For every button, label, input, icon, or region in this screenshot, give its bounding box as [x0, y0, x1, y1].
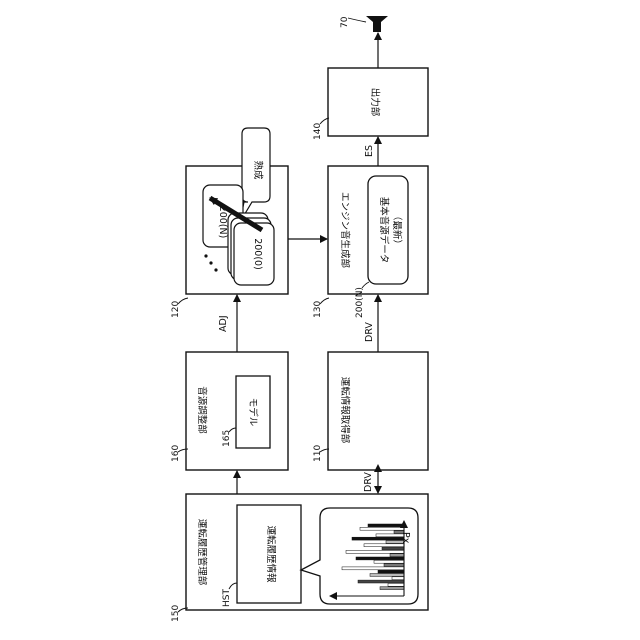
history-ref: 150: [171, 605, 181, 622]
output-label: 出力部: [369, 88, 381, 117]
history-info-ref: HST: [222, 589, 232, 607]
model-ref: 165: [222, 430, 232, 447]
base-data-label: 基本音源データ: [378, 197, 390, 264]
speaker-ref-leader: [348, 18, 366, 22]
histogram-bar: [376, 534, 404, 537]
histogram-bar: [390, 554, 404, 557]
tone-adjust-label: 音源調整部: [196, 386, 208, 434]
histogram-bar: [358, 580, 404, 583]
signal-drv-bottom: DRV: [363, 472, 374, 492]
histogram-bar: [342, 567, 404, 570]
histogram-bar: [384, 564, 404, 567]
base-data-sublabel: （最新）: [391, 211, 403, 249]
histogram-bar: [388, 583, 404, 586]
source-card-0-label: 200(0): [252, 238, 263, 270]
histogram-bar: [378, 570, 404, 573]
histogram-bar: [356, 557, 404, 560]
model-label: モデル: [247, 398, 259, 427]
drive-info-label: 運転情報取得部: [339, 377, 351, 444]
signal-es: ES: [364, 145, 375, 157]
histogram-bar: [360, 527, 404, 530]
engine-gen-ref: 130: [313, 301, 323, 318]
output-ref: 140: [313, 123, 323, 140]
histogram-bar: [382, 547, 404, 550]
histogram-bar: [352, 537, 404, 540]
history-block-label: 運転履歴管理部: [196, 519, 208, 586]
tone-adjust-ref: 160: [171, 445, 181, 462]
maturity-label: 熟成: [252, 160, 264, 180]
histogram-bar: [392, 577, 404, 580]
histogram-bar: [346, 550, 404, 553]
base-data-ref: 200(N): [355, 287, 365, 318]
source-manager-ref: 120: [171, 301, 181, 318]
histogram-bar: [380, 587, 404, 590]
chart-axis-label: Px: [400, 532, 411, 544]
signal-drv-right: DRV: [364, 322, 375, 342]
drive-info-ref: 110: [313, 445, 323, 462]
history-info-label: 運転履歴情報: [265, 525, 277, 583]
histogram-bar: [364, 544, 404, 547]
histogram-bar: [370, 574, 404, 577]
engine-gen-label: エンジン音生成部: [339, 192, 351, 268]
histogram-bar: [368, 524, 404, 527]
signal-adj: ADJ: [218, 315, 229, 332]
speaker-icon: [366, 16, 388, 32]
histogram-bar: [374, 560, 404, 563]
